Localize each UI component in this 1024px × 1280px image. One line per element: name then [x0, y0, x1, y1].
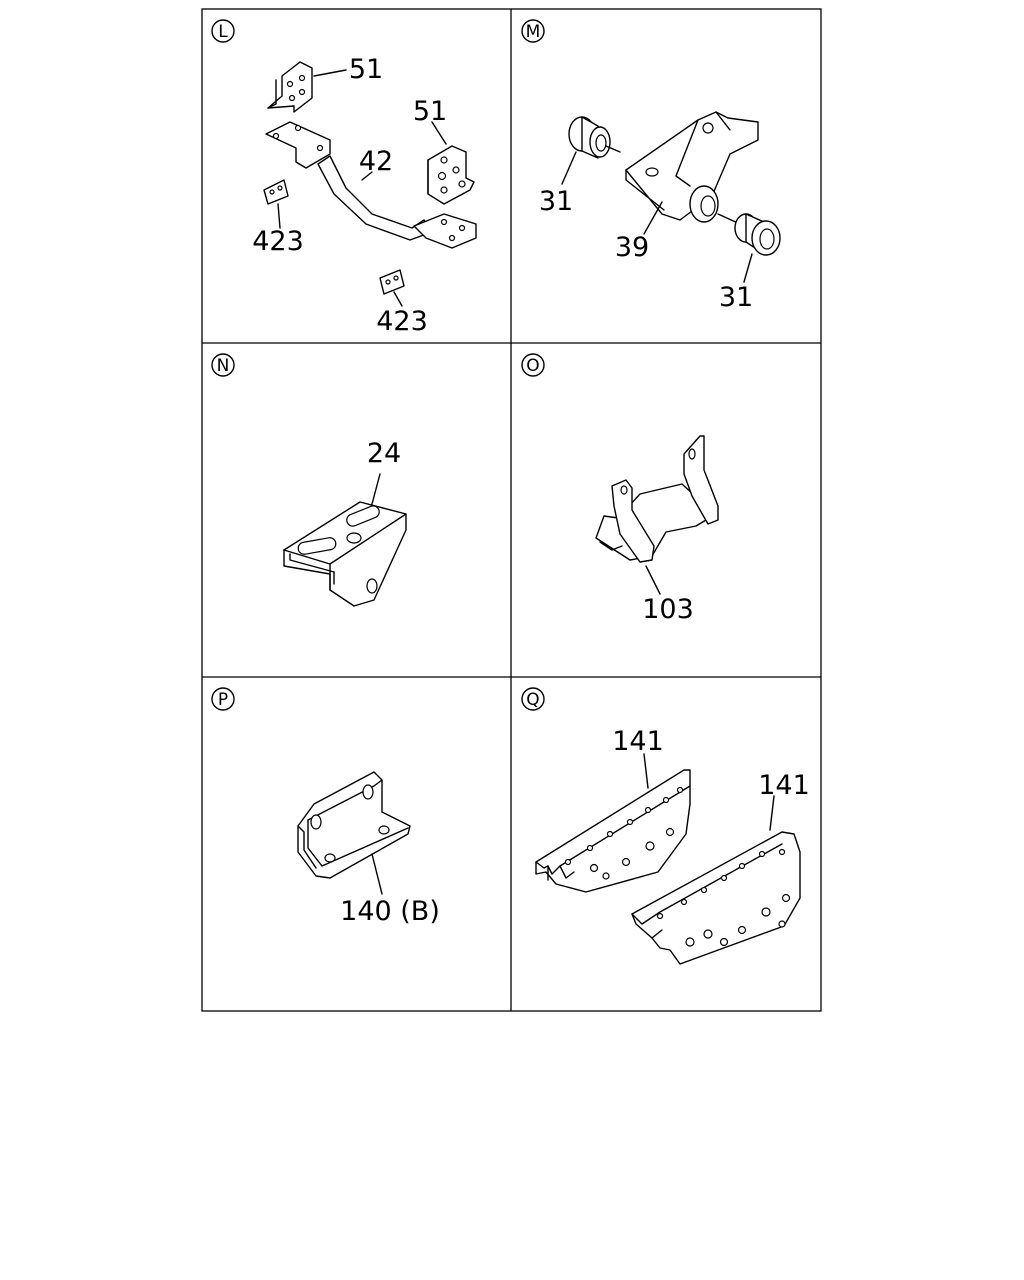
bracket-51-left	[267, 61, 313, 113]
panel-n-badge: N	[211, 353, 235, 377]
callout-24: 24	[367, 438, 401, 469]
leader-31-lower	[743, 253, 753, 283]
leader-51-left	[313, 69, 347, 77]
leader-31-upper	[561, 151, 577, 185]
callout-42: 42	[359, 146, 393, 177]
panel-n-letter: N	[217, 356, 230, 376]
callout-103: 103	[642, 594, 694, 625]
channel-bracket-141-left	[535, 769, 691, 893]
leader-423-left	[277, 203, 281, 229]
bracket-24	[283, 501, 407, 607]
shim-423-left	[263, 179, 289, 205]
panel-m-letter: M	[526, 22, 541, 42]
callout-141-left: 141	[612, 726, 664, 757]
callout-140b: 140 (B)	[340, 896, 440, 927]
callout-31-lower: 31	[719, 282, 753, 313]
shim-423-right	[379, 269, 405, 295]
callout-31-upper: 31	[539, 186, 573, 217]
bracket-140b	[297, 771, 411, 879]
spring-hanger-39	[625, 111, 759, 223]
panel-l-letter: L	[218, 22, 228, 42]
panel-p-letter: P	[218, 690, 228, 710]
leader-39	[643, 201, 663, 235]
panel-m: M 31 39	[521, 19, 781, 313]
panel-o-letter: O	[526, 356, 539, 376]
leader-141-left	[643, 753, 649, 789]
panel-l-badge: L	[211, 19, 235, 43]
panel-n: N 24	[211, 353, 407, 607]
channel-bracket-141-right	[631, 831, 801, 965]
leader-103	[645, 565, 661, 595]
leader-24	[371, 473, 381, 505]
leader-141-right	[769, 795, 775, 831]
bushing-31-upper	[568, 116, 611, 159]
leader-51-right	[431, 121, 447, 145]
callout-141-right: 141	[758, 770, 810, 801]
callout-51-left: 51	[349, 54, 383, 85]
panel-o-badge: O	[521, 353, 545, 377]
panel-l: L 51 42	[211, 19, 477, 337]
callout-51-right: 51	[413, 96, 447, 127]
callout-423-left: 423	[252, 226, 304, 257]
panel-grid	[201, 8, 822, 1012]
bracket-103	[595, 435, 719, 563]
panel-o: O 103	[521, 353, 719, 625]
panel-p: P 140 (B)	[211, 687, 440, 927]
bushing-31-lower	[717, 213, 781, 256]
callout-39: 39	[615, 232, 649, 263]
callout-423-right: 423	[376, 306, 428, 337]
leader-140b	[371, 853, 383, 895]
crossmember-42	[265, 121, 477, 249]
bracket-51-right	[427, 145, 475, 205]
leader-42	[361, 171, 373, 181]
panel-q-badge: Q	[521, 687, 545, 711]
leader-423-right	[393, 291, 403, 307]
panel-m-badge: M	[521, 19, 545, 43]
panel-p-badge: P	[211, 687, 235, 711]
panel-q: Q 141	[521, 687, 810, 965]
bushing-upper-axis	[605, 145, 621, 153]
panel-q-letter: Q	[526, 690, 539, 710]
